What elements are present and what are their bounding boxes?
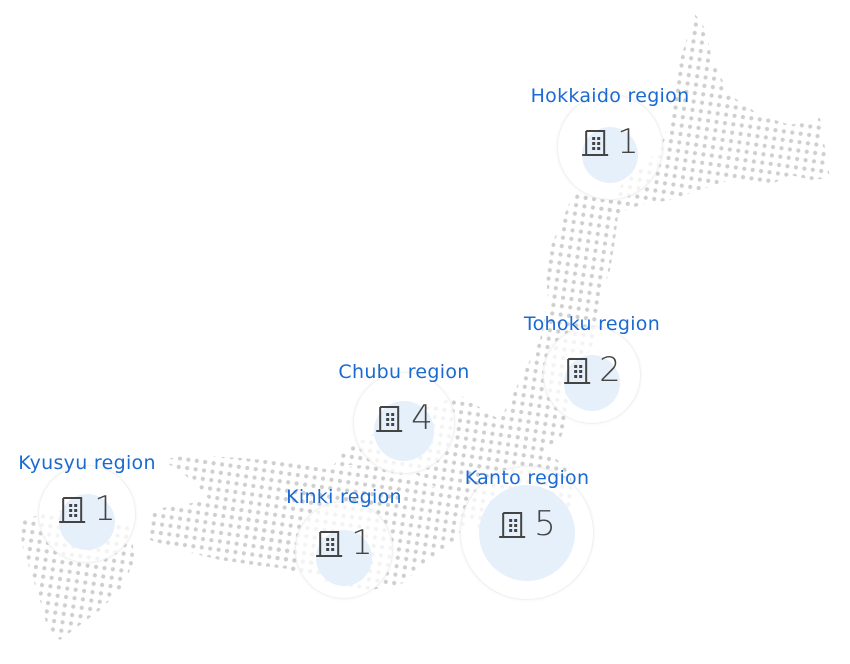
building-icon bbox=[59, 497, 86, 523]
region-kinki[interactable]: Kinki region 1 bbox=[269, 486, 419, 599]
company-count: 1 bbox=[351, 523, 373, 563]
company-count: 1 bbox=[94, 489, 116, 529]
building-icon bbox=[376, 406, 403, 432]
building-icon bbox=[564, 358, 591, 384]
building-icon bbox=[316, 531, 343, 557]
region-count: 5 bbox=[498, 507, 556, 541]
region-label: Chubu region bbox=[338, 361, 470, 383]
marker-disc bbox=[479, 485, 575, 581]
region-kanto[interactable]: Kanto region 5 bbox=[447, 455, 607, 605]
region-count: 4 bbox=[375, 401, 433, 435]
region-count: 2 bbox=[563, 353, 621, 387]
company-count: 5 bbox=[534, 504, 556, 544]
region-tohoku[interactable]: Tohoku region 2 bbox=[507, 313, 677, 424]
region-count: 1 bbox=[315, 526, 373, 560]
region-label: Tohoku region bbox=[523, 313, 661, 335]
region-kyusyu[interactable]: Kyusyu region 1 bbox=[2, 452, 172, 563]
region-count: 1 bbox=[58, 492, 116, 526]
region-label: Kanto region bbox=[464, 467, 590, 489]
region-hokkaido[interactable]: Hokkaido region 1 bbox=[530, 85, 690, 200]
region-label: Kyusyu region bbox=[18, 452, 156, 474]
company-count: 1 bbox=[617, 122, 639, 162]
building-icon bbox=[499, 512, 526, 538]
region-count: 1 bbox=[581, 125, 639, 159]
building-icon bbox=[582, 130, 609, 156]
company-count: 2 bbox=[599, 350, 621, 390]
marker-disc bbox=[316, 530, 372, 586]
region-chubu[interactable]: Chubu region 4 bbox=[324, 361, 484, 474]
company-count: 4 bbox=[411, 398, 433, 438]
region-label: Kinki region bbox=[286, 486, 402, 508]
region-label: Hokkaido region bbox=[530, 85, 690, 107]
